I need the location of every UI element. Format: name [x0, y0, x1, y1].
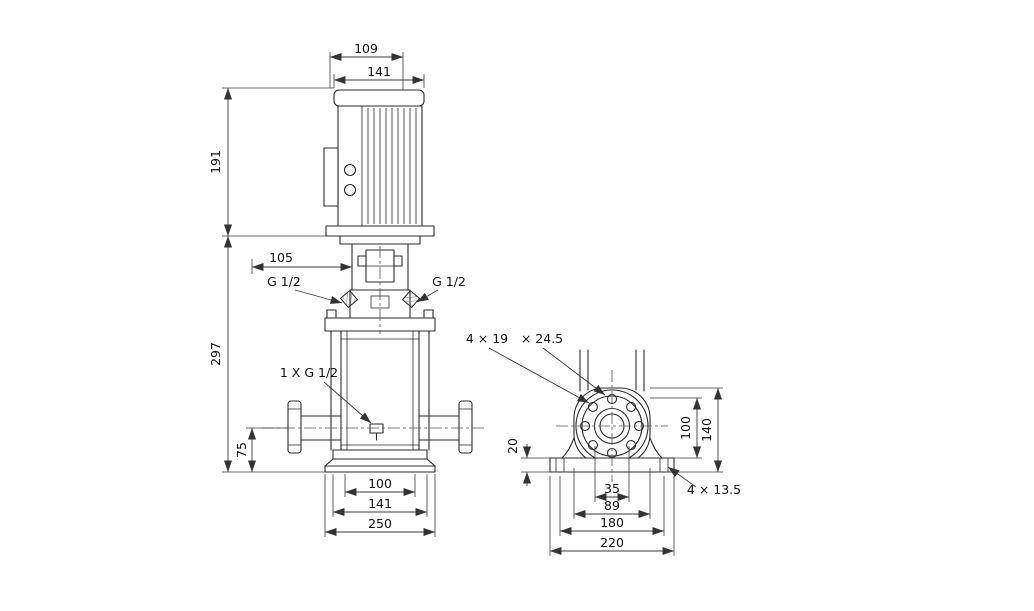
port-left-label: G 1/2 — [267, 274, 301, 289]
base-holes-label: 4 × 13.5 — [687, 482, 741, 497]
dim-base-bolt-width: 100 — [368, 476, 392, 491]
dim-flange-height: 100 — [678, 416, 693, 440]
dim-head-width: 105 — [269, 250, 293, 265]
sleeve — [340, 330, 420, 453]
base-holes-leader — [667, 466, 697, 488]
drain-leader — [323, 381, 372, 424]
dim-flange-width: 89 — [604, 498, 620, 513]
side-view: 4 × 19 × 24.5 20 100 140 35 — [466, 331, 741, 556]
vent-port-right — [401, 289, 421, 309]
dim-base-plate-width: 141 — [368, 496, 392, 511]
port-left-leader — [294, 289, 343, 304]
terminal-box — [323, 147, 339, 207]
dim-motor-height: 191 — [208, 150, 223, 174]
dim-pump-height: 297 — [208, 342, 223, 366]
drain-plug — [369, 423, 384, 441]
dim-port-height: 75 — [234, 442, 249, 458]
pipe-ports — [287, 400, 473, 454]
front-dimensions: 109 141 191 297 105 G 1/2 G 1/2 — [208, 41, 466, 537]
port-right-label: G 1/2 — [432, 274, 466, 289]
base-holes — [555, 458, 669, 472]
vent-port-left — [339, 289, 359, 309]
motor — [323, 89, 425, 227]
dim-motor-top-width: 109 — [354, 41, 378, 56]
dim-base-hole-spacing: 180 — [600, 515, 624, 530]
flange-counterbore-label: × 24.5 — [521, 331, 563, 346]
counterbore-leader — [542, 347, 606, 396]
port-right-leader — [416, 289, 439, 303]
dim-motor-width: 141 — [367, 64, 391, 79]
dim-base-thickness: 20 — [505, 438, 520, 454]
dim-base-overall-width: 250 — [368, 516, 392, 531]
flange-holes-label: 4 × 19 — [466, 331, 508, 346]
suction-flange — [287, 400, 302, 454]
side-dimensions: 4 × 19 × 24.5 20 100 140 35 — [466, 331, 741, 556]
cooling-fins — [367, 108, 417, 224]
drain-label: 1 X G 1/2 — [280, 365, 338, 380]
chamber-stack — [330, 330, 430, 453]
dim-overall-height: 140 — [699, 418, 714, 442]
dim-port-bore: 35 — [604, 481, 620, 496]
fan-cover — [333, 89, 425, 107]
flange-holes-leader — [488, 347, 590, 404]
dim-base-width: 220 — [600, 535, 624, 550]
front-view: 109 141 191 297 105 G 1/2 G 1/2 — [208, 41, 486, 537]
discharge-flange — [458, 400, 473, 454]
base — [324, 449, 436, 473]
